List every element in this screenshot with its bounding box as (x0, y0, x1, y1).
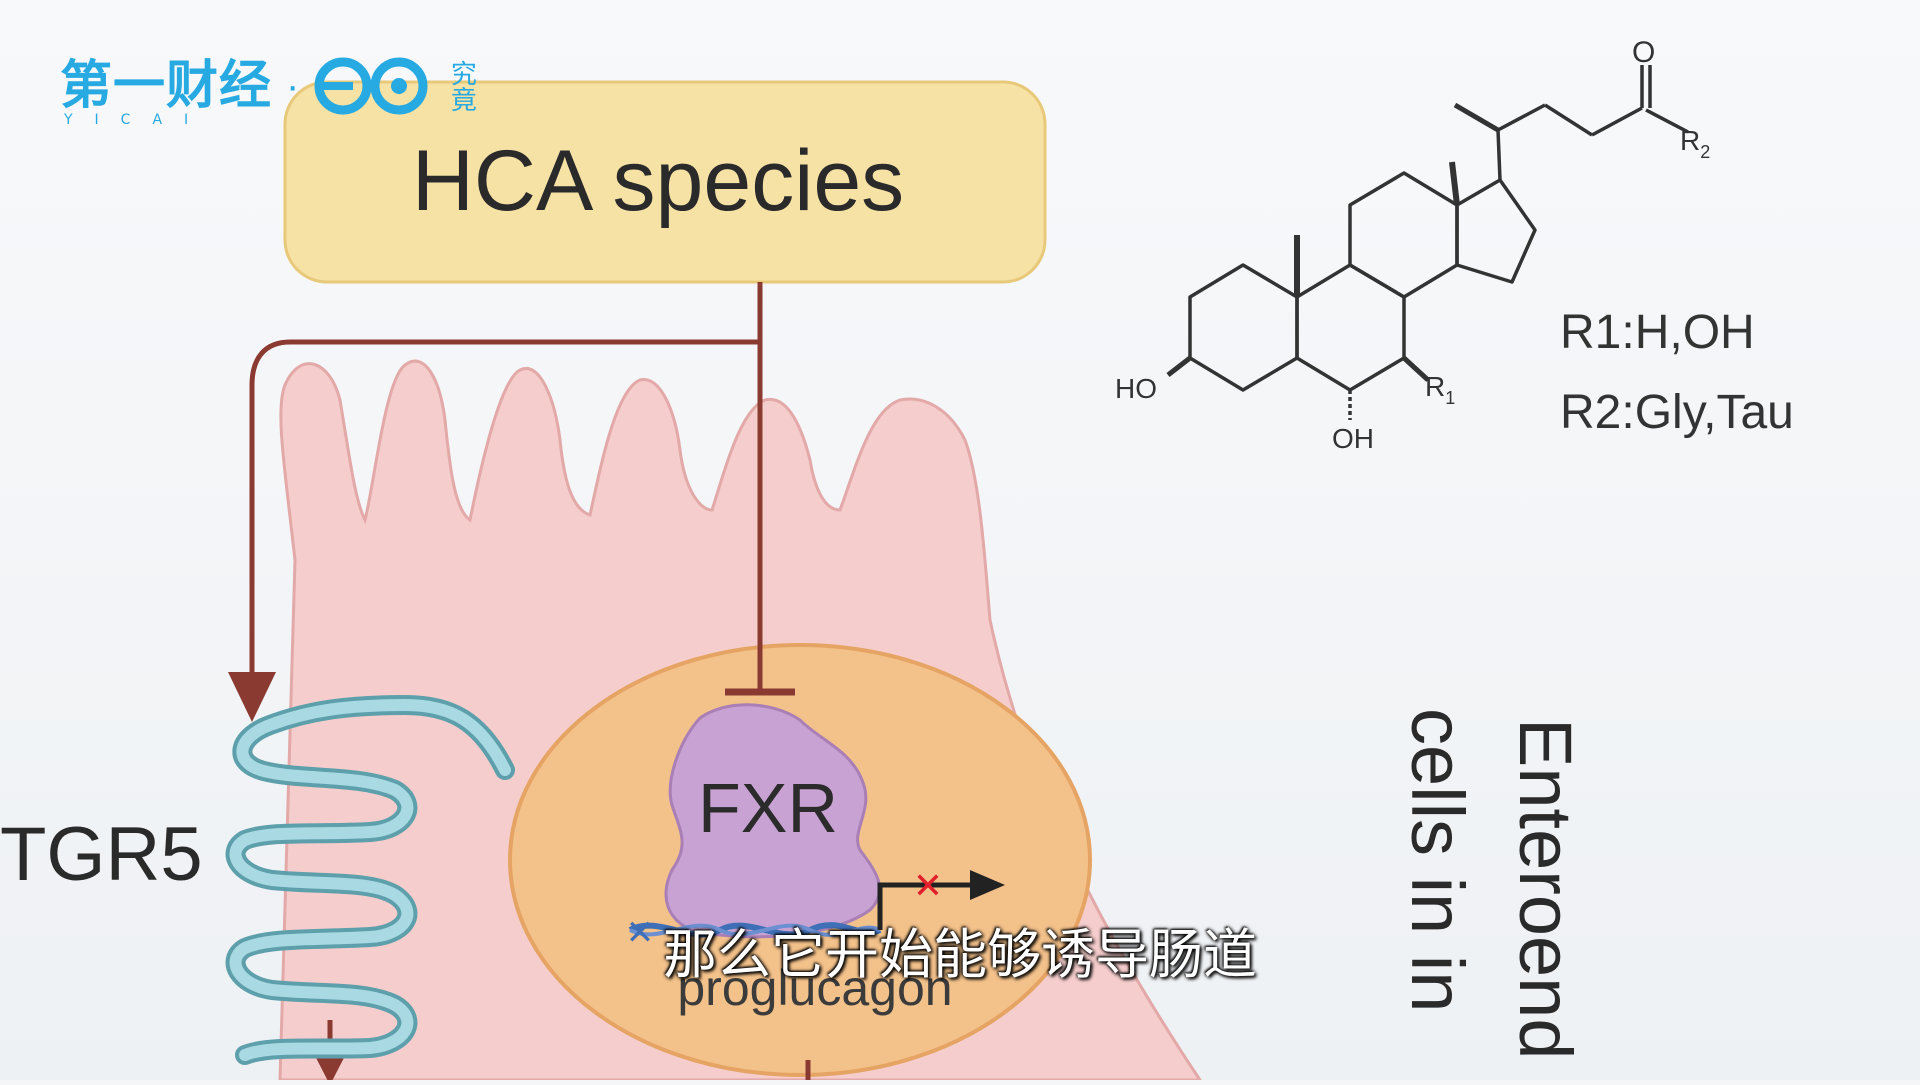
side-chain-3 (1544, 103, 1593, 137)
methyl-18 (1449, 161, 1460, 206)
tgr5-receptor-inner (229, 698, 511, 1061)
yicai-watermark: 第一财经 YICAI · 究竟 (60, 54, 503, 128)
side-chain-methyl (1453, 102, 1500, 133)
transcription-arrowhead (970, 870, 1005, 900)
oh-label: OH (1332, 423, 1374, 454)
transcription-arrow (877, 882, 990, 930)
side-chain-4 (1591, 106, 1643, 137)
ho-label: HO (1115, 373, 1157, 404)
fxr-protein (664, 703, 882, 939)
tgr5-label: TGR5 (0, 812, 203, 897)
eo-logo-icon (314, 57, 428, 115)
tgr5-arrowhead (228, 672, 276, 722)
side-chain-1 (1496, 129, 1502, 181)
brand-pinyin: YICAI (64, 112, 211, 128)
bile-acid-structure (1166, 65, 1689, 420)
fxr-label: FXR (698, 769, 838, 847)
ho-bond (1166, 356, 1192, 377)
hca-species-box (283, 80, 1047, 284)
legend-r1: R1:H,OH (1560, 306, 1755, 359)
brand-name: 第一财经 (60, 56, 273, 116)
video-subtitle: 那么它开始能够诱导肠道 (663, 923, 1257, 986)
side-label-line1: Enteroend (1504, 718, 1587, 1060)
hca-species-label: HCA species (412, 133, 904, 229)
tgr5-activation-line (249, 339, 760, 680)
inhibit-x-mark: ✕ (913, 866, 943, 907)
partner-name: 究竟 (446, 60, 477, 112)
r2-label: R2 (1680, 125, 1710, 162)
r2-bond (1645, 108, 1689, 134)
o-label: O (1632, 36, 1655, 69)
r1-bond (1402, 356, 1430, 382)
dna-cross-mark: ✕ (626, 913, 655, 953)
brand-separator: · (286, 63, 300, 108)
r1-label: R1 (1425, 371, 1455, 408)
side-chain-2 (1497, 103, 1546, 132)
ring-d (1455, 178, 1537, 284)
legend-r2: R2:Gly,Tau (1560, 386, 1794, 439)
side-label-line2: cells in in (1396, 708, 1479, 1012)
proglucagon-label: proglucagon (677, 960, 952, 1016)
dna-strand-2 (629, 923, 881, 937)
downstream-arrowhead-left (312, 1050, 348, 1085)
